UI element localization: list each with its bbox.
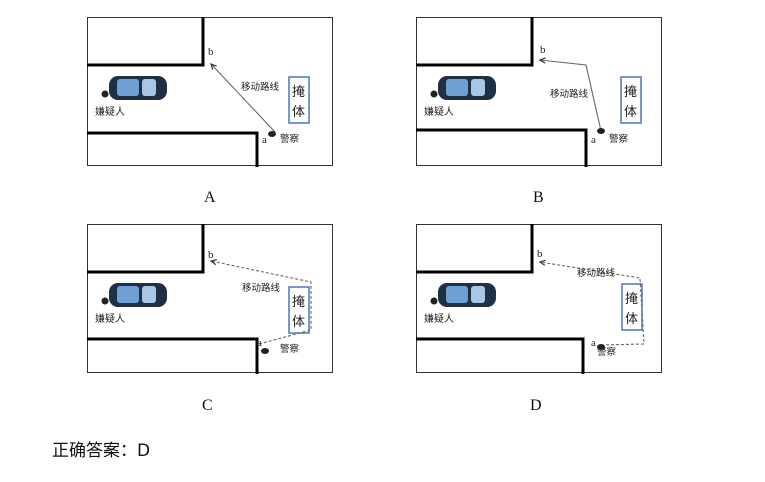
cover-label-char-1: 掩 [625,292,638,307]
scene-diagram: 嫌疑人 掩体 移动路线 b a 警察 [416,17,662,167]
police-figure [261,348,269,354]
suspect-label: 嫌疑人 [424,105,454,118]
wall-bottom [416,337,585,374]
route-arrowhead [538,259,546,266]
suspect-figure [430,90,438,98]
caption-a: A [204,189,216,206]
wall-top-left [416,17,534,67]
scene-frame [416,17,662,166]
wall-bottom [87,337,259,374]
cover-label-char-1: 掩 [292,85,305,100]
scene-frame [416,224,662,373]
police-label: 警察 [609,133,629,145]
cover-box: 掩体 [288,286,310,334]
route-line [539,261,645,346]
route-line [539,59,602,132]
point-b-label: b [537,248,543,260]
route-arrowhead [210,62,217,70]
police-label: 警察 [280,343,300,355]
suspect-label: 嫌疑人 [95,312,125,325]
caption-d: D [530,397,542,414]
route-label: 移动路线 [550,88,589,100]
suspect-label: 嫌疑人 [424,312,454,325]
caption-c: C [202,397,213,414]
suspect-car [109,283,167,307]
cover-label-char-2: 体 [292,315,305,330]
cover-box: 掩体 [620,76,642,124]
point-b-label: b [208,249,214,261]
cover-box: 掩体 [288,76,310,124]
cover-label-char-2: 体 [292,105,305,120]
answer-text: 正确答案：D [52,441,151,461]
point-a-label: a [591,134,596,146]
point-a-label: a [262,134,267,146]
police-figure [597,128,605,134]
suspect-label: 嫌疑人 [95,105,125,118]
wall-top-left [87,17,205,67]
panel-b: 嫌疑人 掩体 移动路线 b a 警察 [416,17,664,167]
route-label: 移动路线 [241,81,280,93]
wall-bottom [87,131,259,167]
wall-bottom [416,128,588,167]
point-b-label: b [540,44,546,56]
cover-label-char-2: 体 [625,312,638,327]
police-label: 警察 [280,133,300,145]
route-line [210,63,276,133]
route-label: 移动路线 [577,267,616,279]
route-label: 移动路线 [242,282,281,294]
panel-a: 嫌疑人 掩体移动路线 b a 警察 [87,17,335,167]
route-line [210,260,312,345]
route-arrowhead [538,57,546,64]
suspect-figure [430,297,438,305]
wall-top-left [87,224,205,274]
scene-frame [87,17,333,166]
cover-label-char-1: 掩 [624,85,637,100]
cover-label-char-2: 体 [624,105,637,120]
police-label: 警察 [597,346,617,358]
suspect-car [438,76,496,100]
police-figure [597,344,605,350]
point-a-label: a [591,337,596,349]
wall-top-left [416,224,534,274]
suspect-car [109,76,167,100]
point-b-label: b [208,46,214,58]
suspect-figure [101,297,109,305]
caption-b: B [533,189,544,206]
suspect-figure [101,90,109,98]
route-arrowhead [209,258,217,266]
point-a-label: a [257,337,262,349]
police-figure [268,131,276,137]
scene-frame [87,224,333,373]
cover-box: 掩体 [621,283,643,331]
suspect-car [438,283,496,307]
cover-label-char-1: 掩 [292,295,305,310]
